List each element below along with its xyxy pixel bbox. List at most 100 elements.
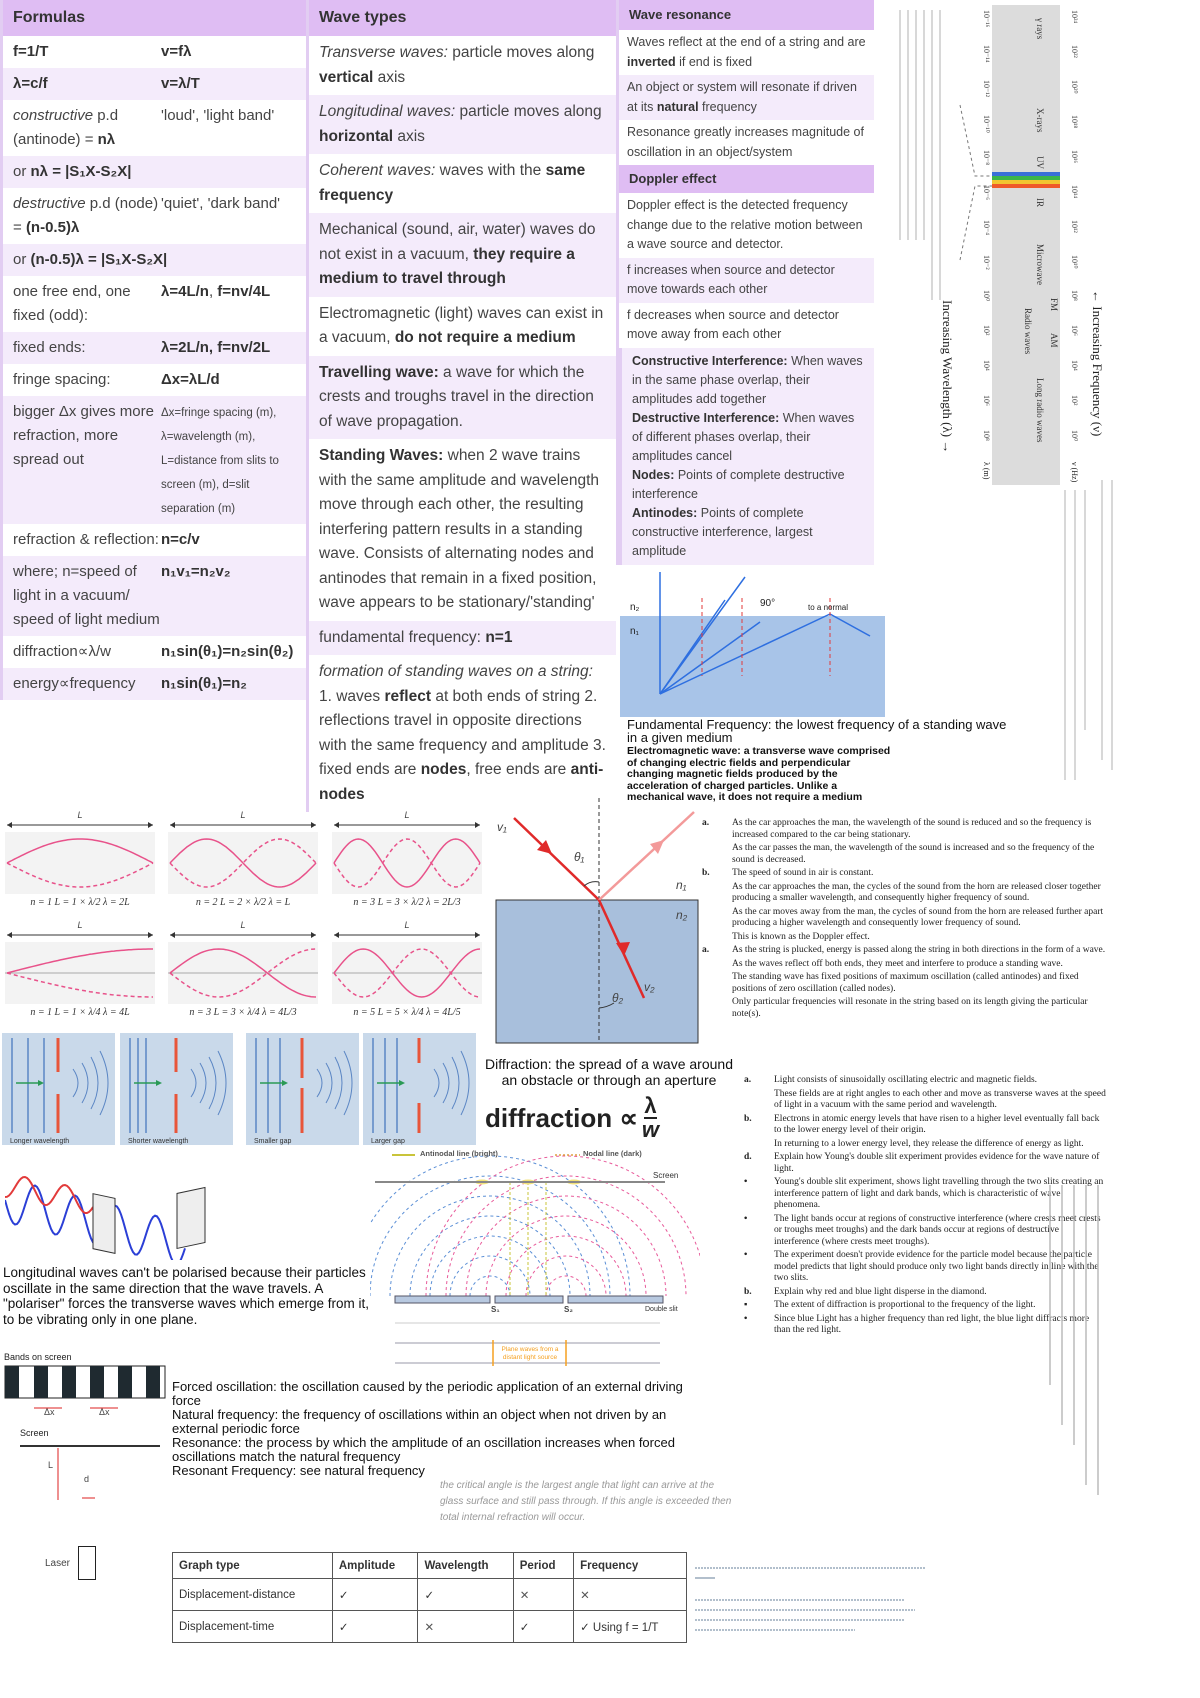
text-segment: bigger Δx gives more refraction, more sp…	[13, 403, 154, 468]
table-cell: Amplitude	[331, 1552, 419, 1579]
gap-panel: Shorter wavelength	[120, 1033, 233, 1145]
text-segment: axis	[393, 127, 425, 145]
answer-text: As the car approaches the man, the cycle…	[732, 881, 1101, 904]
laser-label: Laser	[45, 1558, 71, 1569]
formula-right: λ=4L/n, f=nv/4L	[161, 280, 296, 328]
laser-icon	[78, 1546, 96, 1580]
interference-item: Destructive Interference: When waves of …	[632, 409, 864, 466]
answer-item: b.The speed of sound in air is constant.	[702, 868, 1108, 880]
length-label: L	[404, 810, 410, 820]
doppler-title: Doppler effect	[619, 165, 874, 193]
answer-text: As the waves reflect off both ends, they…	[732, 958, 1063, 969]
answer-marker	[702, 907, 732, 930]
standing-wave-plot	[168, 932, 318, 1004]
text-segment: (n-0.5)λ = |S₁X-S₂X|	[30, 251, 168, 268]
screen-label: Screen	[653, 1171, 679, 1180]
text-segment: one free end, one fixed (odd):	[13, 283, 131, 324]
interference-item: Constructive Interference: When waves in…	[632, 352, 864, 409]
list-row: An object or system will resonate if dri…	[619, 75, 874, 120]
wave-dashed	[6, 862, 154, 888]
standing-wave-caption: n = 1 L = 1 × λ/2 λ = 2L	[30, 897, 130, 908]
table-cell: Displacement-time	[172, 1610, 333, 1643]
spectrum-band-label: Microwave	[1035, 244, 1045, 285]
answer-marker	[702, 972, 732, 995]
text-segment: Points of complete constructive interfer…	[632, 505, 813, 558]
wave-types-table: Wave types Transverse waves: particle mo…	[306, 0, 616, 812]
text-segment: f decreases when source and detector mov…	[627, 307, 839, 342]
bands-on-screen-diagram: Bands on screen Δx Δx	[4, 1352, 169, 1427]
text-segment: destructive	[13, 195, 86, 212]
list-row: Longitudinal waves: particle moves along…	[309, 95, 616, 154]
answer-text: Only particular frequencies will resonat…	[732, 997, 1088, 1019]
text-segment: n₁sin(θ₁)=n₂sin(θ₂)	[161, 643, 294, 660]
answer-item: b.Electrons in atomic energy levels that…	[744, 1114, 1106, 1137]
text-segment: , free ends are	[466, 761, 571, 778]
standing-wave-caption: n = 3 L = 3 × λ/4 λ = 4L/3	[189, 1007, 297, 1018]
answer-text: Explain why red and blue light disperse …	[774, 1286, 987, 1297]
text-segment: a wave for which the crests and troughs …	[319, 363, 594, 430]
frequency-tick: 10²⁴	[1070, 10, 1079, 24]
wavelength-tick: 10⁻⁸	[982, 150, 991, 166]
fundamental-frequency-definition: Fundamental Frequency: the lowest freque…	[627, 717, 1007, 745]
answer-text: As the string is plucked, energy is pass…	[732, 945, 1106, 955]
text-segment: Constructive Interference:	[632, 353, 788, 368]
table-cell: ✕	[417, 1610, 514, 1643]
answer-marker	[702, 932, 732, 944]
text-segment: at both ends of string 2. reflections tr…	[319, 687, 606, 779]
wavelength-unit: λ (m)	[982, 462, 991, 480]
text-segment: reflect	[384, 687, 432, 705]
bands-title: Bands on screen	[4, 1352, 72, 1362]
standing-wave-caption: n = 2 L = 2 × λ/2 λ = L	[195, 897, 291, 908]
answer-text: In returning to a lower energy level, th…	[774, 1138, 1084, 1149]
legend-nodal: Nodal line (dark)	[583, 1149, 642, 1158]
refraction-diagram: v₁ θ₁ n₁ n₂ v₂ θ₂	[494, 798, 700, 1046]
resonance-def: Resonance: the process by which the ampl…	[172, 1435, 675, 1464]
text-segment: vertical	[319, 68, 374, 86]
answer-item: As the car moves away from the man, the …	[702, 907, 1108, 930]
standing-wave-caption: n = 3 L = 3 × λ/2 λ = 2L/3	[353, 897, 461, 908]
answer-marker: b.	[744, 1286, 752, 1297]
text-segment: axis	[373, 68, 406, 86]
wavelength-tick: 10⁻²	[982, 255, 991, 270]
wave-dashed	[333, 948, 481, 998]
gap-panel-caption: Shorter wavelength	[128, 1138, 189, 1145]
formula-row: bigger Δx gives more refraction, more sp…	[3, 396, 306, 524]
rotated-notes	[1040, 1185, 1110, 1505]
list-row: f increases when source and detector mov…	[619, 257, 874, 303]
text-segment: if end is fixed	[675, 54, 753, 69]
text-segment: constructive	[13, 107, 94, 124]
spectrum-band-label: IR	[1035, 198, 1045, 207]
text-segment: nλ	[97, 131, 116, 148]
formula-right: n₁sin(θ₁)=n₂	[161, 672, 296, 696]
formula-cell: or (n-0.5)λ = |S₁X-S₂X|	[13, 248, 296, 272]
gap-panel: Smaller gap	[246, 1033, 359, 1145]
length-label: L	[240, 920, 246, 930]
formula-right: n₁v₁=n₂v₂	[161, 560, 296, 632]
s1-label: S₁	[491, 1305, 500, 1314]
light-answers: a.Light consists of sinusoidally oscilla…	[744, 1075, 1106, 1339]
frequency-tick: 10²⁰	[1070, 80, 1079, 94]
wave-resonance-table: Wave resonance Waves reflect at the end …	[616, 0, 874, 565]
polariser-diagram	[5, 1175, 206, 1260]
d-label: d	[84, 1474, 90, 1484]
text-segment: 'quiet', 'dark band'	[161, 195, 281, 212]
diffraction-numerator: λ	[644, 1093, 657, 1119]
formula-right: n=c/v	[161, 528, 296, 552]
formula-row: or (n-0.5)λ = |S₁X-S₂X|	[3, 244, 306, 276]
text-segment: n₁v₁=n₂v₂	[161, 563, 231, 580]
frequency-unit: ν (Hz)	[1070, 462, 1079, 483]
standing-wave-plot	[332, 822, 482, 894]
answer-marker	[744, 1089, 774, 1112]
table-row: Displacement-distance✓✓✕✕	[172, 1578, 687, 1611]
table-cell: Wavelength	[417, 1552, 514, 1579]
formula-left: energy∝frequency	[13, 672, 161, 696]
table-row: Displacement-time✓✕✓✓ Using f = 1/T	[172, 1610, 687, 1643]
text-segment: p.d (node) =	[13, 195, 159, 236]
answer-item: a.As the car approaches the man, the wav…	[702, 818, 1108, 841]
answer-marker: •	[744, 1213, 748, 1224]
wave-dashed	[333, 838, 481, 888]
list-row: Standing Waves: when 2 wave trains with …	[309, 439, 616, 621]
table-cell: ✓	[512, 1610, 575, 1643]
